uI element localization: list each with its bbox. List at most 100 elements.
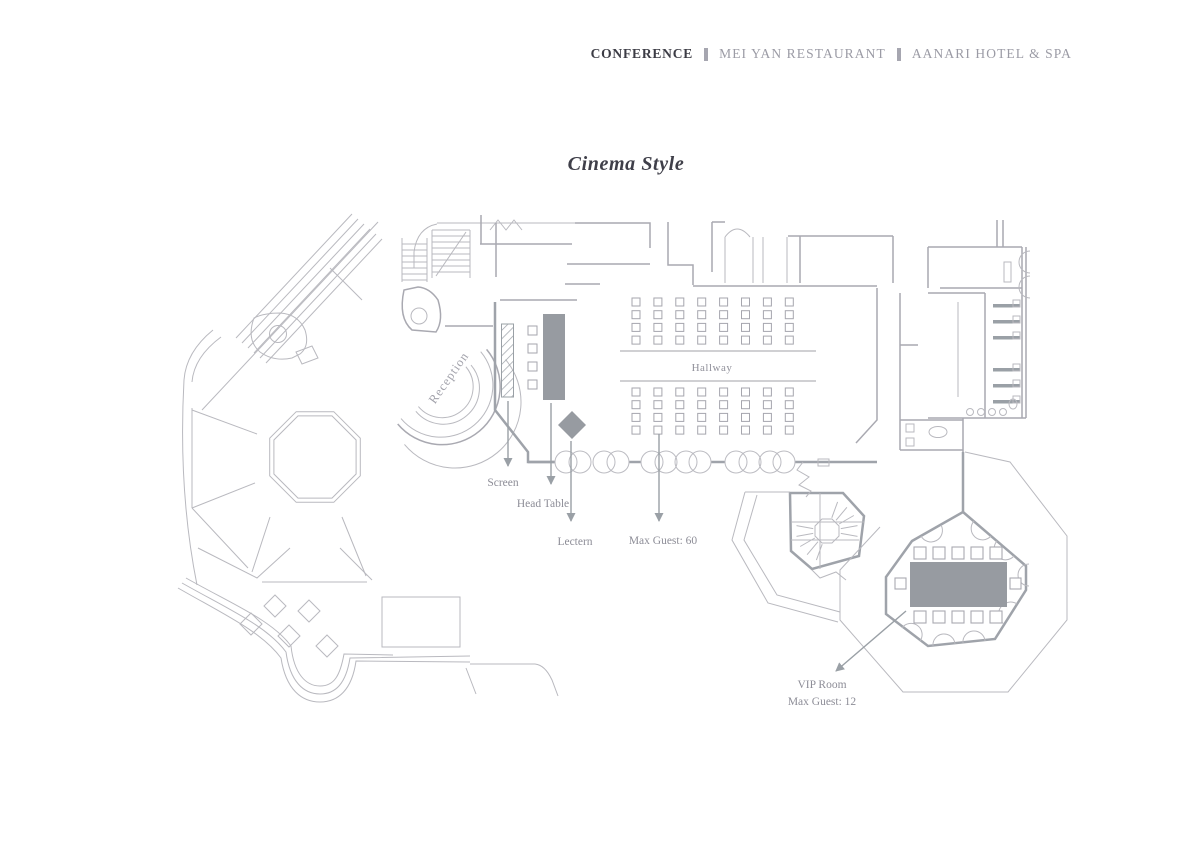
seat bbox=[762, 425, 772, 435]
seat bbox=[741, 387, 750, 397]
seat bbox=[675, 310, 685, 320]
seat bbox=[719, 335, 729, 345]
vip-chairs bbox=[894, 546, 1022, 624]
vip-chair bbox=[1009, 577, 1022, 590]
column-circle bbox=[269, 325, 287, 343]
seat bbox=[653, 400, 663, 410]
seat bbox=[741, 297, 750, 307]
seat bbox=[631, 310, 641, 320]
annotations: Screen Head Table Lectern Max Guest: 60 … bbox=[487, 401, 907, 708]
seating-block-top bbox=[631, 297, 794, 345]
seat bbox=[675, 412, 685, 422]
seat bbox=[762, 400, 772, 410]
washbasin bbox=[928, 426, 948, 438]
staircase bbox=[401, 219, 575, 282]
column-circle bbox=[554, 450, 578, 474]
label-head-table: Head Table bbox=[517, 498, 569, 510]
seat bbox=[784, 425, 794, 435]
seat bbox=[675, 400, 685, 410]
projection-screen bbox=[501, 323, 514, 398]
seat bbox=[719, 310, 729, 320]
head-table-chairs bbox=[527, 325, 538, 390]
seat bbox=[697, 387, 707, 397]
seat bbox=[762, 335, 772, 345]
seat bbox=[527, 325, 538, 336]
west-wing-architecture bbox=[177, 213, 559, 703]
seat bbox=[653, 335, 663, 345]
vip-chair bbox=[970, 610, 984, 624]
separator-bar bbox=[704, 47, 709, 61]
seat bbox=[675, 335, 685, 345]
seat bbox=[631, 425, 641, 435]
seat bbox=[741, 425, 750, 435]
vip-chair bbox=[932, 610, 946, 624]
seat bbox=[741, 400, 750, 410]
seat bbox=[719, 425, 729, 435]
conference-room: Hallway bbox=[493, 288, 878, 474]
seat bbox=[762, 387, 772, 397]
toilet-stalls bbox=[993, 299, 1021, 404]
seat bbox=[784, 412, 794, 422]
seat bbox=[675, 297, 685, 307]
seat bbox=[527, 343, 538, 354]
vip-table bbox=[910, 562, 1007, 607]
seat bbox=[697, 322, 707, 332]
seat bbox=[697, 335, 707, 345]
seat bbox=[762, 297, 772, 307]
north-corridor-walls bbox=[480, 215, 894, 287]
separator-bar bbox=[896, 47, 901, 61]
lectern bbox=[558, 411, 586, 439]
seat bbox=[784, 387, 794, 397]
vip-chair bbox=[951, 546, 965, 560]
vip-chair bbox=[913, 546, 927, 560]
column-circle bbox=[606, 450, 630, 474]
hallway-label: Hallway bbox=[692, 362, 733, 374]
seat bbox=[697, 297, 707, 307]
column-circle bbox=[592, 450, 616, 474]
seat bbox=[762, 310, 772, 320]
vip-room bbox=[839, 451, 1068, 693]
header-section-conference: CONFERENCE bbox=[590, 46, 694, 61]
label-vip-room: VIP Room bbox=[797, 679, 846, 691]
curved-walkway bbox=[177, 577, 559, 703]
seat bbox=[719, 322, 729, 332]
seat bbox=[719, 412, 729, 422]
seat bbox=[527, 379, 538, 390]
restrooms bbox=[899, 220, 1031, 452]
vip-chair bbox=[970, 546, 984, 560]
label-screen: Screen bbox=[487, 477, 519, 489]
seat bbox=[653, 425, 663, 435]
vip-chair bbox=[894, 577, 907, 590]
lounge-tables bbox=[239, 594, 339, 658]
seat bbox=[631, 297, 641, 307]
vip-chair bbox=[913, 610, 927, 624]
seat bbox=[675, 425, 685, 435]
seat bbox=[741, 310, 750, 320]
seat bbox=[631, 322, 641, 332]
seat bbox=[653, 297, 663, 307]
seat bbox=[719, 387, 729, 397]
octagon-room bbox=[269, 411, 361, 503]
page-header: CONFERENCE MEI YAN RESTAURANT AANARI HOT… bbox=[591, 46, 1072, 62]
label-vip-max-guest: Max Guest: 12 bbox=[788, 696, 857, 708]
vip-chair bbox=[951, 610, 965, 624]
seat bbox=[631, 400, 641, 410]
seat bbox=[697, 400, 707, 410]
seat bbox=[631, 335, 641, 345]
seat bbox=[762, 322, 772, 332]
seat bbox=[741, 412, 750, 422]
seat bbox=[741, 335, 750, 345]
seat bbox=[784, 310, 794, 320]
column-circle bbox=[654, 450, 678, 474]
seat bbox=[697, 412, 707, 422]
page-title: Cinema Style bbox=[567, 153, 685, 175]
seat bbox=[697, 425, 707, 435]
seat bbox=[527, 361, 538, 372]
column-circle bbox=[772, 450, 796, 474]
seat bbox=[719, 400, 729, 410]
label-lectern: Lectern bbox=[557, 536, 592, 548]
vip-chair bbox=[989, 546, 1003, 560]
seat bbox=[653, 387, 663, 397]
seat bbox=[741, 322, 750, 332]
vip-chair bbox=[932, 546, 946, 560]
